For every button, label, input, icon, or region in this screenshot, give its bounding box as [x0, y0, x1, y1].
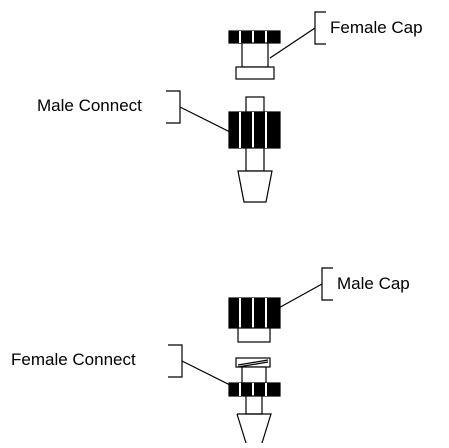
label-female-cap: Female Cap: [330, 18, 423, 37]
male-connect-part: [228, 96, 281, 203]
female-cap-part: [228, 30, 281, 80]
female-connect-callout: [168, 344, 237, 389]
label-female-connect: Female Connect: [11, 350, 136, 369]
male-cap-part: [228, 297, 281, 343]
male-connect-callout: [166, 90, 233, 134]
label-male-connect: Male Connect: [37, 96, 142, 115]
male-cap-callout: [274, 267, 333, 311]
female-cap-callout: [269, 11, 326, 59]
label-male-cap: Male Cap: [337, 274, 410, 293]
female-connect-part: [228, 357, 281, 444]
